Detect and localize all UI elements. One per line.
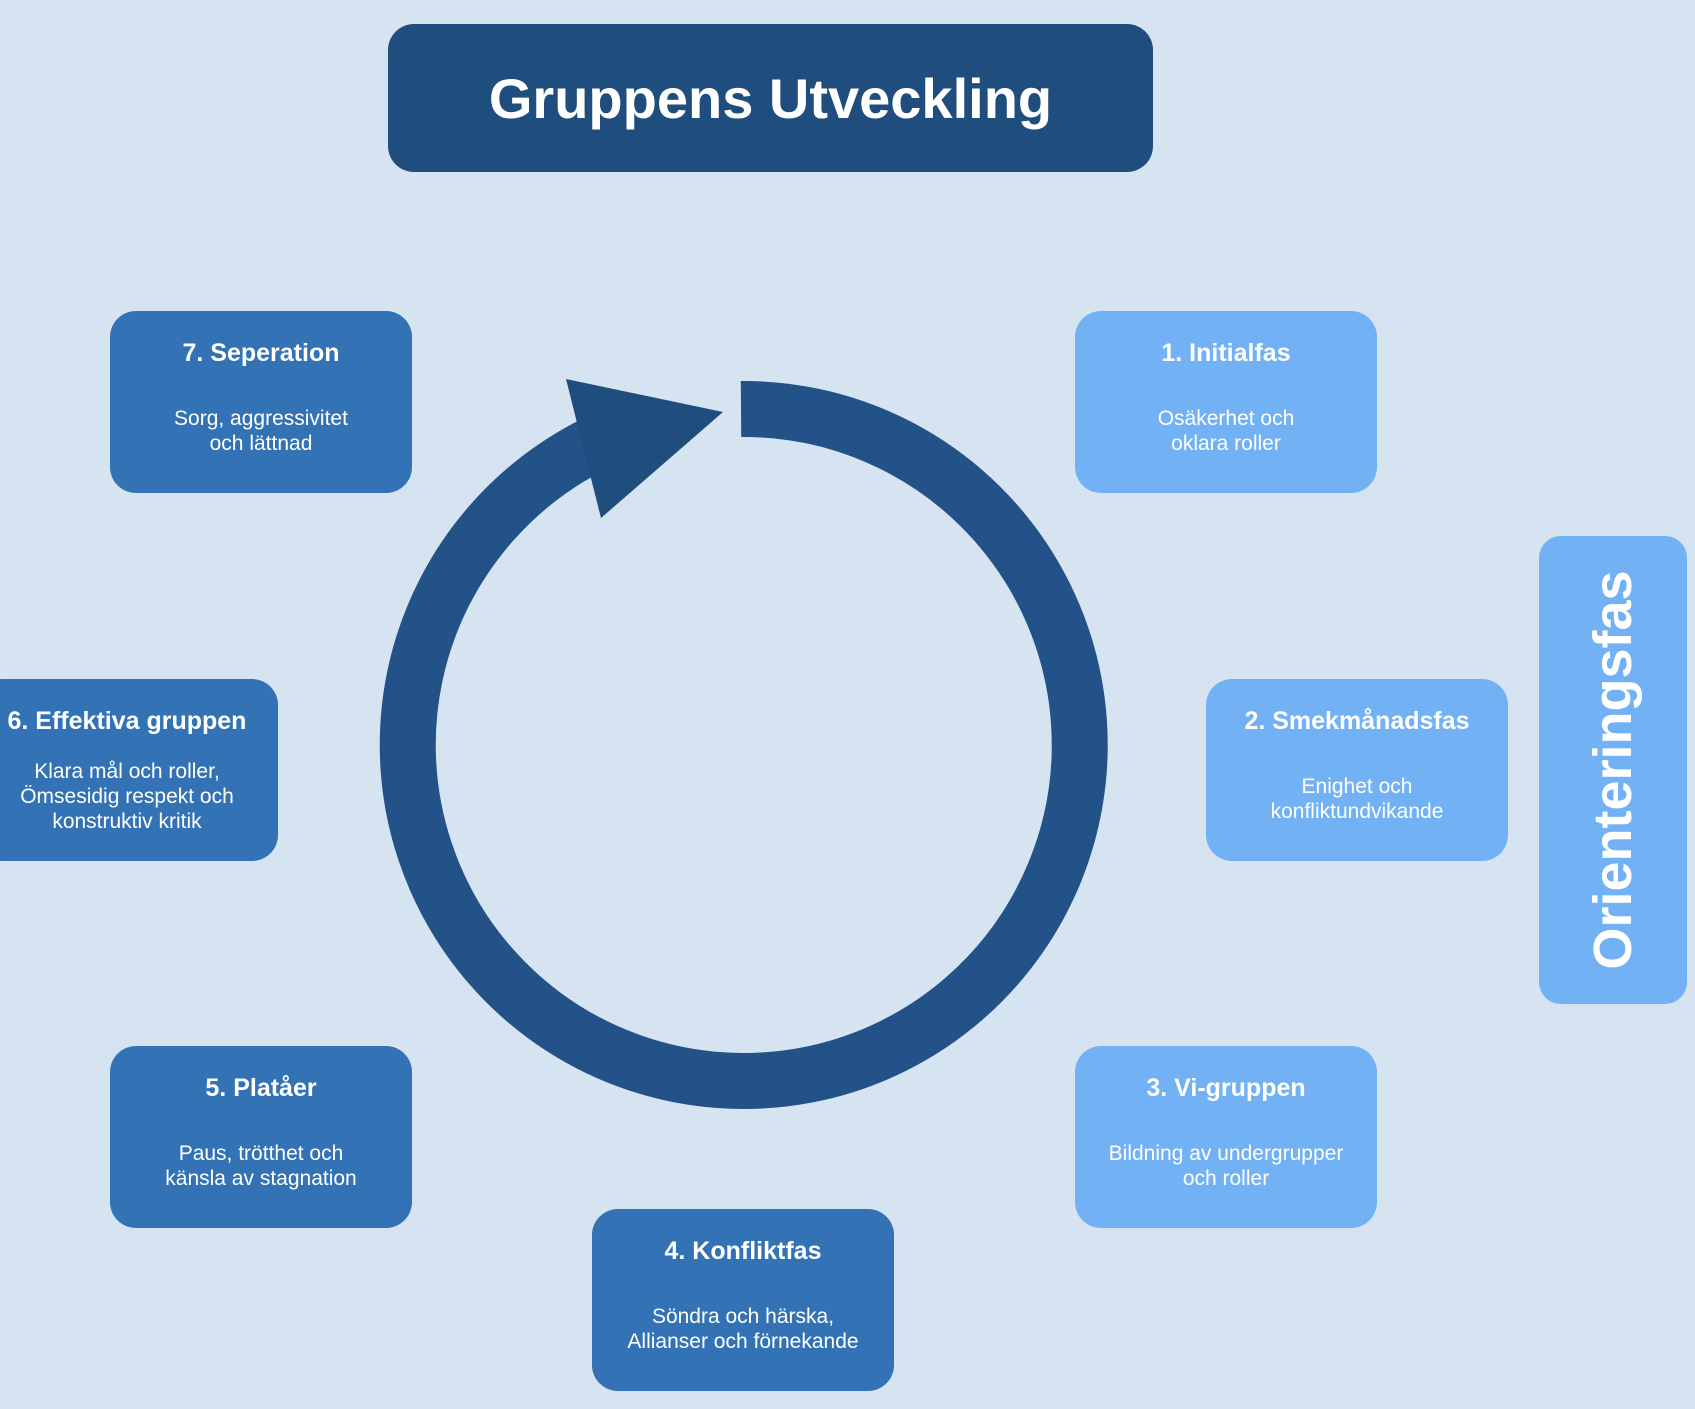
phase-desc-line: Bildning av undergrupper: [1108, 1142, 1344, 1165]
cycle-arrow-head: [566, 379, 723, 518]
phase-desc-line: Paus, trötthet och: [178, 1142, 344, 1165]
phase-description: Bildning av undergrupper och roller: [1075, 1141, 1377, 1191]
phase-description: Klara mål och roller, Ömsesidig respekt …: [0, 759, 278, 834]
phase-title: 3. Vi-gruppen: [1146, 1074, 1306, 1102]
phase-title: 6. Effektiva gruppen: [7, 707, 247, 735]
phase-desc-line: Klara mål och roller,: [34, 760, 220, 783]
orienteringsfas-box: Orienteringsfas: [1539, 536, 1687, 1004]
phase-5-plataer: 5. Platåer Paus, trötthet och känsla av …: [110, 1046, 412, 1228]
phase-description: Söndra och härska, Allianser och förneka…: [592, 1304, 894, 1354]
diagram-title: Gruppens Utveckling: [488, 66, 1053, 130]
orienteringsfas-label: Orienteringsfas: [1583, 570, 1643, 970]
phase-1-initialfas: 1. Initialfas Osäkerhet och oklara rolle…: [1075, 311, 1377, 493]
phase-desc-line: Ömsesidig respekt och: [20, 785, 234, 808]
phase-desc-line: känsla av stagnation: [165, 1167, 357, 1190]
phase-desc-line: konfliktundvikande: [1270, 800, 1444, 823]
phase-description: Osäkerhet och oklara roller: [1075, 406, 1377, 456]
phase-desc-line: konstruktiv kritik: [52, 810, 202, 833]
phase-desc-line: Enighet och: [1301, 775, 1413, 798]
phase-7-seperation: 7. Seperation Sorg, aggressivitet och lä…: [110, 311, 412, 493]
phase-desc-line: oklara roller: [1171, 432, 1281, 455]
phase-desc-line: Söndra och härska,: [651, 1305, 835, 1328]
phase-description: Sorg, aggressivitet och lättnad: [110, 406, 412, 456]
phase-desc-line: och roller: [1182, 1167, 1270, 1190]
phase-title: 7. Seperation: [182, 339, 340, 367]
cycle-arrow-ring: [379, 380, 1108, 1109]
phase-desc-line: och lättnad: [209, 432, 313, 455]
phase-3-vi-gruppen: 3. Vi-gruppen Bildning av undergrupper o…: [1075, 1046, 1377, 1228]
phase-6-effektiva-gruppen: 6. Effektiva gruppen Klara mål och rolle…: [0, 679, 278, 861]
phase-desc-line: Sorg, aggressivitet: [174, 407, 348, 430]
phase-title: 1. Initialfas: [1161, 339, 1291, 367]
phase-description: Enighet och konfliktundvikande: [1206, 774, 1508, 824]
phase-title: 5. Platåer: [205, 1074, 317, 1102]
phase-desc-line: Allianser och förnekande: [627, 1330, 859, 1353]
phase-2-smekmanadsfas: 2. Smekmånadsfas Enighet och konfliktund…: [1206, 679, 1508, 861]
title-box: Gruppens Utveckling: [388, 24, 1153, 172]
phase-4-konfliktfas: 4. Konfliktfas Söndra och härska, Allian…: [592, 1209, 894, 1391]
phase-description: Paus, trötthet och känsla av stagnation: [110, 1141, 412, 1191]
phase-title: 4. Konfliktfas: [664, 1237, 822, 1265]
phase-desc-line: Osäkerhet och: [1157, 407, 1295, 430]
phase-title: 2. Smekmånadsfas: [1244, 707, 1470, 735]
